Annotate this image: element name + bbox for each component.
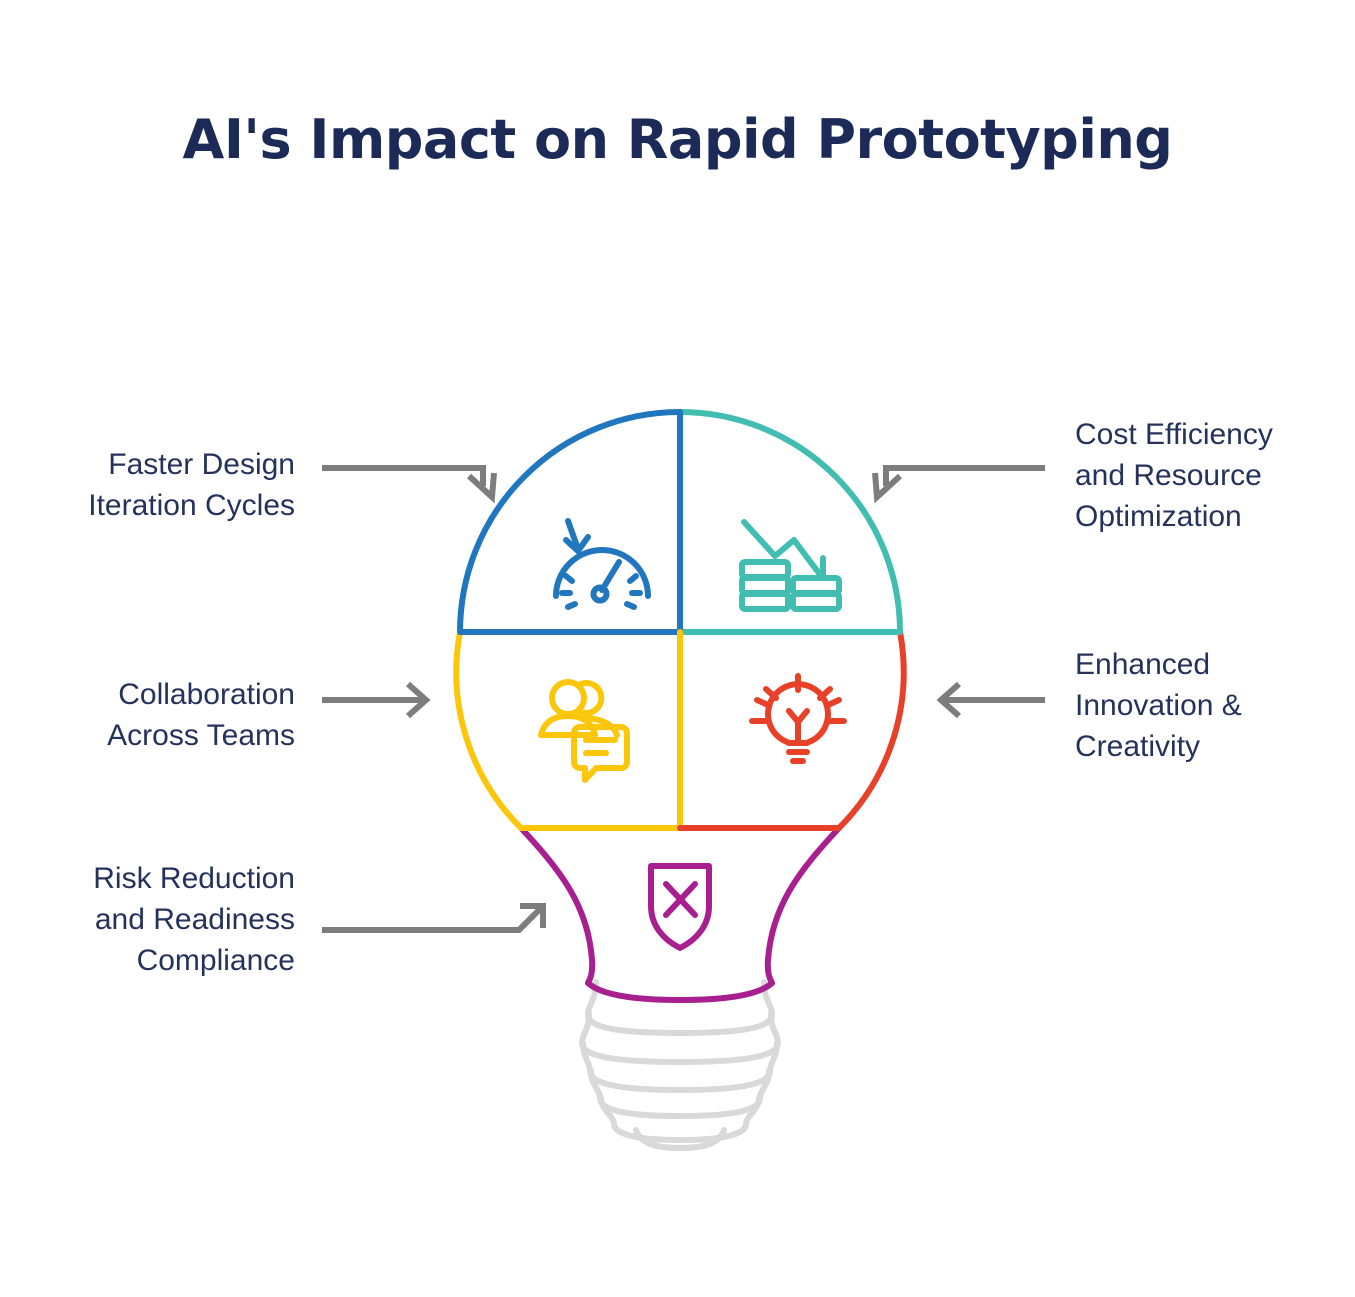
quadrant-arc-innovation — [836, 629, 907, 831]
speedometer-icon — [553, 518, 651, 610]
quadrant-arc-cost-efficiency — [677, 409, 903, 635]
people-chat-icon — [538, 679, 630, 783]
cost-decline-coins-icon — [739, 519, 842, 612]
elbow-up-right-arrow — [322, 903, 546, 933]
page-title: AI's Impact on Rapid Prototyping — [182, 108, 1173, 171]
straight-right-arrow — [322, 681, 431, 719]
straight-left-arrow — [936, 681, 1045, 719]
quadrant-arc-collaboration — [453, 629, 524, 831]
label-cost-efficiency: Cost Efficiency and Resource Optimizatio… — [1075, 418, 1273, 533]
label-risk-reduction: Risk Reduction and Readiness Compliance — [93, 862, 295, 977]
label-collaboration: Collaboration Across Teams — [107, 678, 295, 752]
bulb-neck-risk-segment — [518, 825, 842, 1003]
bulb-screw-base — [579, 979, 781, 1151]
connector-arrows — [322, 465, 1045, 933]
label-enhanced-innovation: Enhanced Innovation & Creativity — [1075, 648, 1242, 763]
lightbulb-rays-icon — [749, 673, 847, 764]
elbow-down-right-arrow — [322, 465, 497, 504]
bulb-globe — [453, 409, 907, 831]
elbow-down-left-arrow — [872, 465, 1045, 504]
quadrant-arc-faster-design — [457, 409, 683, 635]
label-faster-design: Faster Design Iteration Cycles — [88, 448, 295, 522]
shield-x-icon — [648, 863, 712, 951]
